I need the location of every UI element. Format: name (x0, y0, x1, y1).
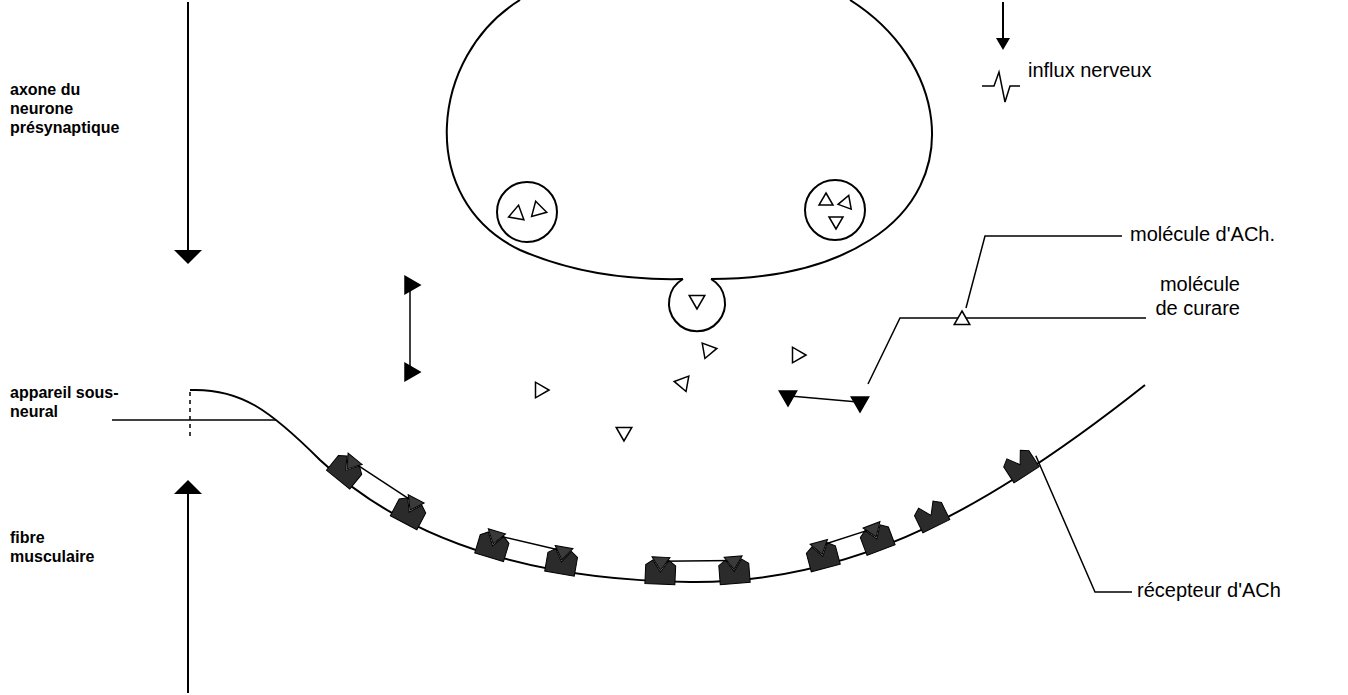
ach-receptor (912, 498, 949, 533)
bound-curare (820, 529, 873, 546)
ach-molecule (819, 193, 833, 205)
part-label: fibre musculaire (10, 528, 110, 566)
curare-head (405, 363, 420, 380)
ach-molecule (509, 204, 527, 220)
ach-molecule (829, 217, 843, 229)
curare-head (405, 276, 420, 293)
curare-head (779, 383, 801, 406)
bound-curare (496, 535, 564, 551)
postsynaptic-membrane (190, 385, 1145, 582)
part-label: molécule d'ACh. (1130, 222, 1340, 246)
bound-curare-head (810, 540, 831, 557)
ach-molecule (689, 296, 705, 310)
part-label: appareil sous-neural (10, 383, 120, 421)
bound-curare (661, 560, 734, 562)
vesicle (805, 180, 865, 240)
arrow-head (174, 250, 202, 264)
presynaptic-terminal (447, 0, 932, 279)
ach-molecule (616, 428, 632, 442)
part-label: récepteur d'ACh (1137, 578, 1342, 602)
impulse-arrow (1002, 2, 1004, 40)
part-label: influx nerveux (1028, 58, 1228, 82)
curare-head (851, 389, 873, 412)
bound-curare-head (340, 453, 362, 474)
ach-molecule (793, 347, 807, 363)
boundary-line (189, 392, 191, 440)
ach-molecule (954, 311, 970, 325)
leader-line (868, 318, 1146, 384)
bound-curare-head (724, 556, 743, 570)
bound-curare-head (651, 557, 670, 571)
bound-curare-head (863, 522, 884, 541)
vesicle (497, 182, 557, 242)
ach-receptor (390, 495, 428, 530)
muscle-arrow (187, 482, 189, 693)
arrow-head (174, 480, 202, 494)
bound-curare-head (553, 546, 573, 562)
arrow-head (996, 38, 1010, 50)
leader-line (966, 236, 1122, 308)
ach-receptor (859, 522, 896, 555)
leader-line (112, 419, 276, 421)
exocytosis-vesicle (669, 279, 725, 331)
leader-line (1036, 456, 1132, 592)
spike-symbol (982, 72, 1020, 102)
ach-molecule (528, 199, 547, 216)
ach-molecule (838, 193, 855, 209)
bound-curare-head (485, 529, 506, 547)
ach-receptor (326, 452, 364, 490)
bound-curare (353, 462, 415, 503)
ach-molecule (698, 343, 717, 361)
part-label: molécule de curare (1140, 272, 1240, 320)
curare-molecule (790, 396, 858, 402)
ach-receptor (1001, 446, 1039, 482)
ach-molecule (536, 382, 550, 398)
part-label: axone du neurone présynaptique (10, 80, 140, 138)
axon-arrow (187, 2, 189, 262)
curare-molecule (409, 287, 411, 370)
ach-molecule (674, 376, 693, 394)
bound-curare-head (402, 495, 424, 515)
